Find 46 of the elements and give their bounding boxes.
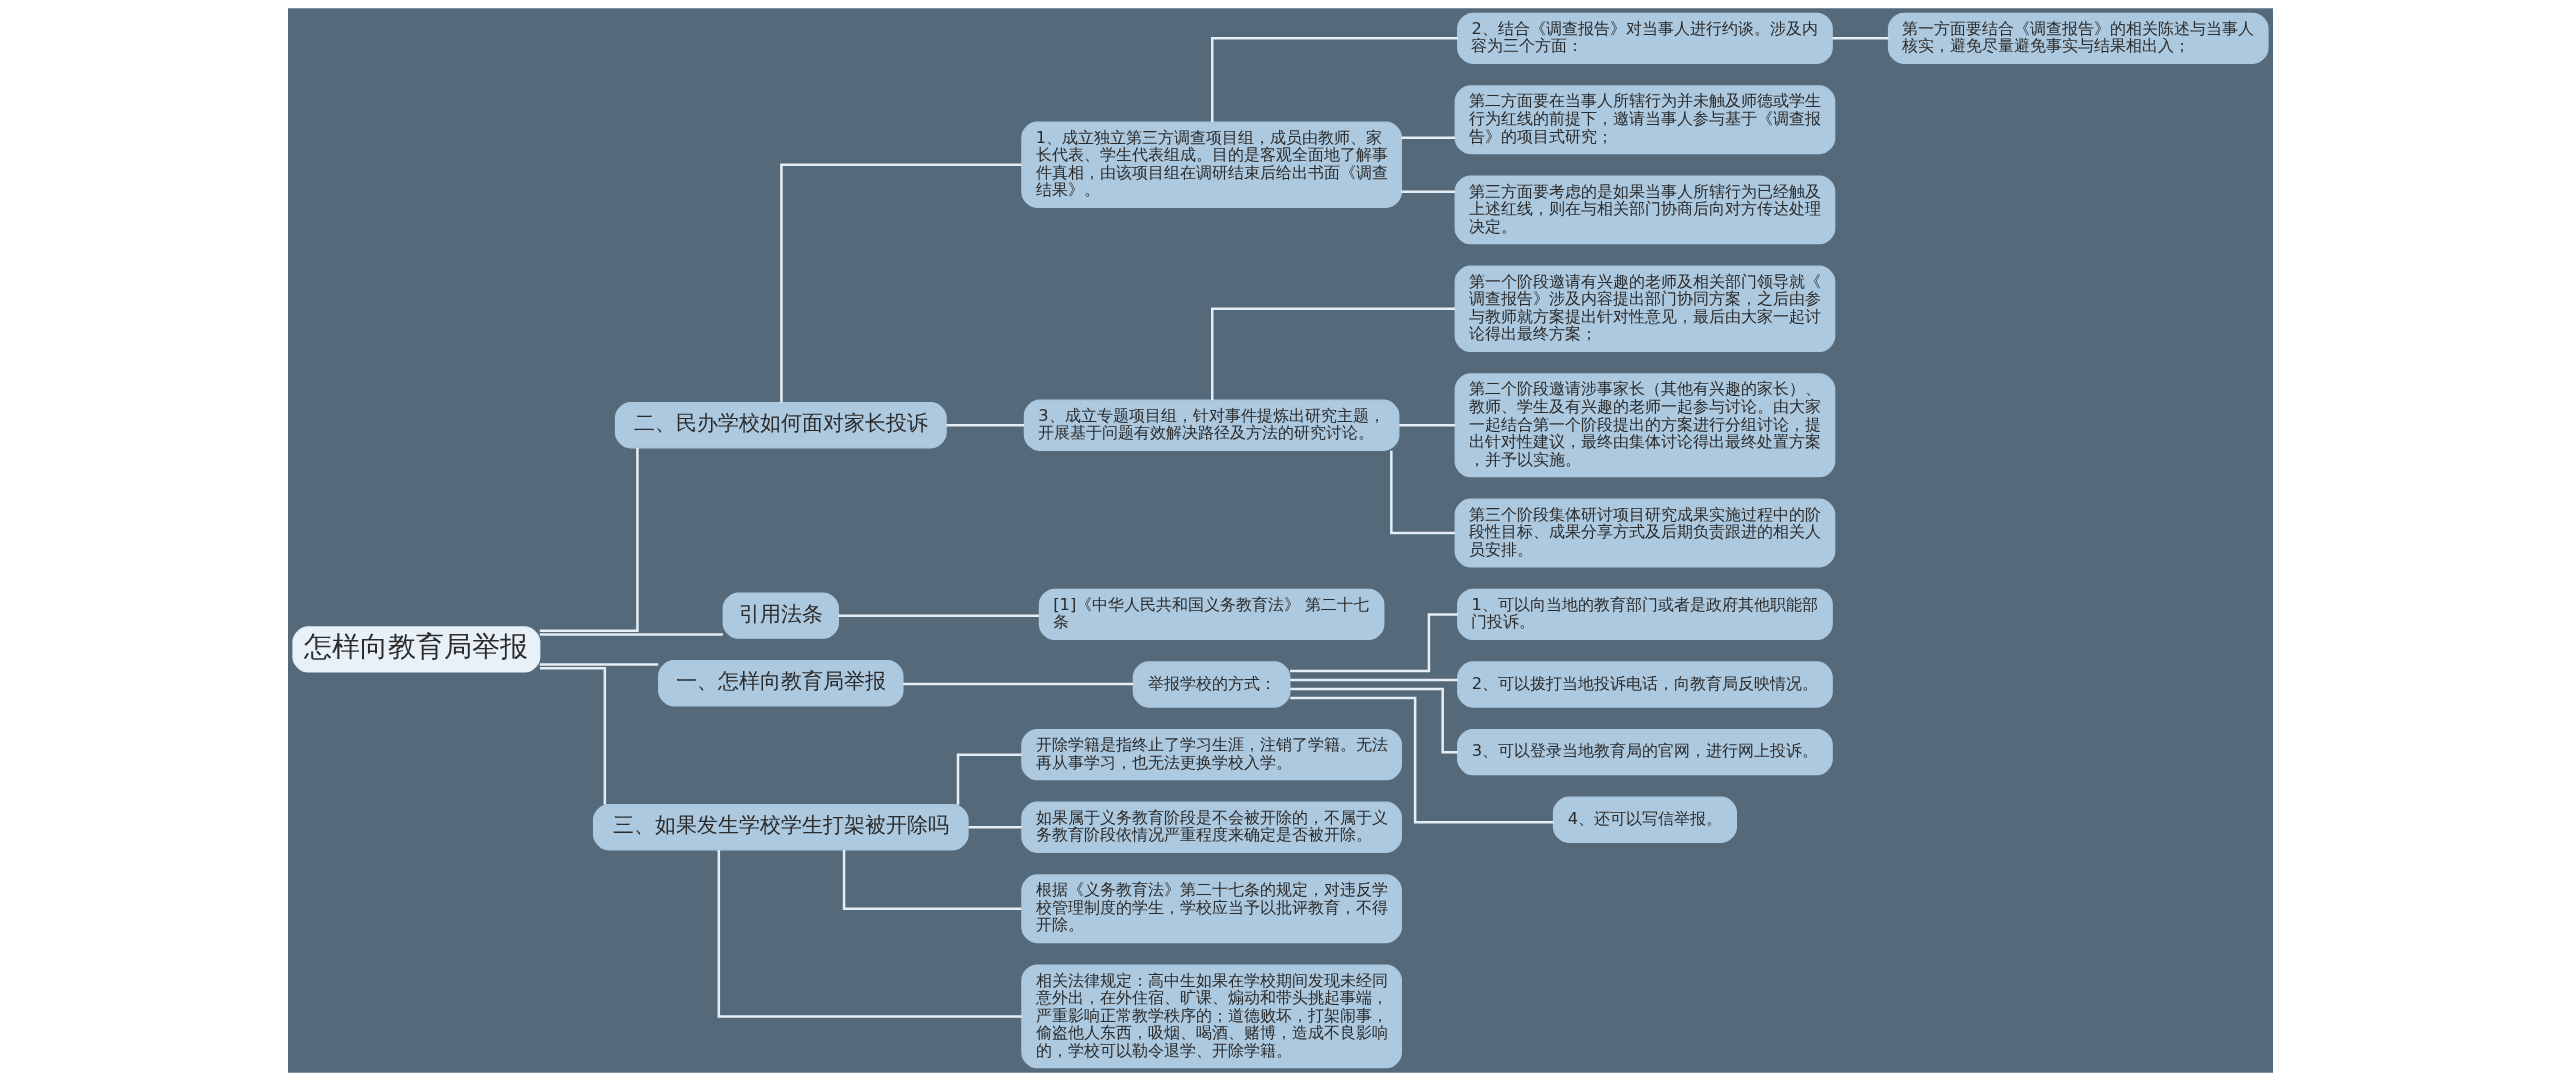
node-box: 第二个阶段邀请涉事家长（其他有兴趣的家长）、教师、学生及有兴趣的老师一起参与讨论。由大家一起结合第一个阶段提出的方案进行分组讨论，提出针对性建议，最终由集体讨论得出最终处置方案，并予以实施。 xyxy=(1454,373,1835,478)
node-box: 1、可以向当地的教育部门或者是政府其他职能部门投诉。 xyxy=(1456,588,1833,641)
node-box: [1]《中华人民共和国义务教育法》 第二十七条 xyxy=(1038,588,1384,641)
node-box: 4、还可以写信举报。 xyxy=(1552,796,1737,843)
connector xyxy=(956,753,1022,805)
node-box: 三、如果发生学校学生打架被开除吗 xyxy=(592,804,969,851)
node-box: 第三方面要考虑的是如果当事人所辖行为已经触及上述红线，则在与相关部门协商后向对方传达处理决定。 xyxy=(1454,175,1835,245)
connector xyxy=(842,849,1021,910)
node-box: 怎样向教育局举报 xyxy=(291,626,540,673)
connector xyxy=(1398,424,1455,427)
connector xyxy=(945,424,1024,427)
connector xyxy=(1400,136,1455,140)
node-box: 1、成立独立第三方调查项目组，成员由教师、家长代表、学生代表组成。目的是客观全面地了解事件真相，由该项目组在调研结束后给出书面《调查结果》。 xyxy=(1020,121,1402,208)
node-box: 2、可以拨打当地投诉电话，向教育局反映情况。 xyxy=(1456,661,1833,708)
connector xyxy=(539,663,658,666)
connector xyxy=(717,850,1022,1018)
connector xyxy=(902,682,1133,686)
connector xyxy=(837,614,1039,617)
connector xyxy=(1210,37,1458,122)
connector xyxy=(539,633,723,636)
connector xyxy=(539,448,639,632)
connector xyxy=(779,163,1022,403)
connector xyxy=(1289,696,1553,824)
node-box: 相关法律规定：高中生如果在学校期间发现未经同意外出，在外住宿、旷课、煽动和带头挑起事端，严重影响正常教学秩序的；道德败坏，打架闹事，偷盗他人东西，吸烟、喝酒、赌博，造成不良影响的，学校可以勒令退学、开除学籍。 xyxy=(1020,964,1402,1069)
connector xyxy=(1289,687,1458,754)
node-box: 开除学籍是指终止了学习生涯，注销了学籍。无法再从事学习，也无法更换学校入学。 xyxy=(1020,729,1402,781)
node-box: 引用法条 xyxy=(722,592,839,639)
connector xyxy=(1400,190,1455,193)
node-box: 第三个阶段集体研讨项目研究成果实施过程中的阶段性目标、成果分享方式及后期负责跟进的相关人员安排。 xyxy=(1454,498,1835,568)
node-box: 第二方面要在当事人所辖行为并未触及师德或学生行为红线的前提下，邀请当事人参与基于《调查报告》的项目式研究； xyxy=(1454,85,1835,155)
node-box: 如果属于义务教育阶段是不会被开除的，不属于义务教育阶段依情况严重程度来确定是否被开除。 xyxy=(1020,801,1402,853)
node-box: 第一个阶段邀请有兴趣的老师及相关部门领导就《调查报告》涉及内容提出部门协同方案，之后由参与教师就方案提出针对性意见，最后由大家一起讨论得出最终方案； xyxy=(1454,265,1835,352)
node-box: 举报学校的方式： xyxy=(1132,661,1290,708)
node-box: 根据《义务教育法》第二十七条的规定，对违反学校管理制度的学生，学校应当予以批评教育，不得开除。 xyxy=(1020,874,1402,944)
connector xyxy=(1210,307,1455,400)
connector xyxy=(1289,678,1458,682)
node-box: 3、成立专题项目组，针对事件提炼出研究主题，开展基于问题有效解决路径及方法的研究讨论。 xyxy=(1023,399,1399,451)
node-box: 一、怎样向教育局举报 xyxy=(657,660,904,707)
connector xyxy=(1389,450,1455,535)
connector xyxy=(1832,37,1888,40)
node-box: 第一方面要结合《调查报告》的相关陈述与当事人核实，避免尽量避免事实与结果相出入； xyxy=(1887,12,2269,64)
node-box: 2、结合《调查报告》对当事人进行约谈。涉及内容为三个方面： xyxy=(1456,12,1833,64)
node-box: 3、可以登录当地教育局的官网，进行网上投诉。 xyxy=(1456,729,1833,776)
connector xyxy=(968,826,1022,829)
node-box: 二、民办学校如何面对家长投诉 xyxy=(614,402,947,449)
connector xyxy=(539,667,606,805)
